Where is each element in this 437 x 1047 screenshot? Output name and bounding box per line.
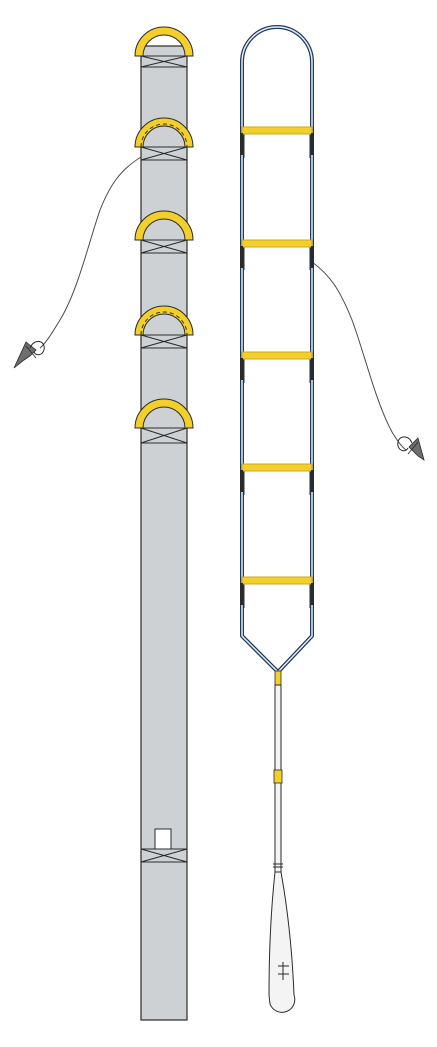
clip-icon [13,341,45,369]
left-panel [140,45,188,1021]
grip-handle [268,871,296,1013]
blue-loop-frame [240,25,314,674]
rod-joint [273,769,283,784]
right-view [240,25,425,1013]
yellow-rung [240,239,314,270]
base-window [154,828,172,850]
cross-box [140,239,188,254]
clip-icon [397,436,425,461]
cross-box [140,146,188,161]
right-cord [311,261,407,451]
cross-box [140,334,188,349]
yellow-rung [240,463,314,495]
cross-box [140,55,188,68]
extension-rod [273,684,283,874]
left-cord [39,156,142,349]
apex-connector [274,670,282,686]
left-view [13,26,194,1021]
cross-box [140,427,188,444]
cross-box [140,848,188,863]
yellow-rung [240,576,314,608]
grip-marks [278,962,289,980]
yellow-handle [134,210,194,254]
dashed-handle [134,117,194,161]
dashed-handle [134,305,194,349]
yellow-handle [134,398,194,444]
yellow-rung [240,126,314,158]
yellow-handle [134,26,194,68]
yellow-rung [240,351,314,383]
